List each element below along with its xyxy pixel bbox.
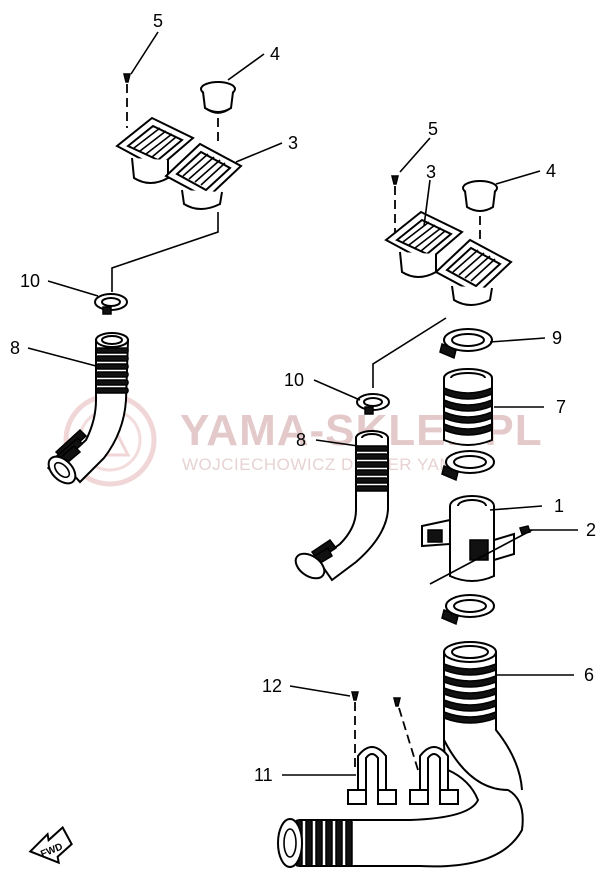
fwd-arrow-icon: FWD	[28, 825, 73, 865]
hose-7	[443, 368, 493, 446]
callout-10-right: 10	[284, 370, 304, 390]
callout-8-left: 8	[10, 338, 20, 358]
watermark-tagline: WOJCIECHOWICZ DEALER YAMAHA	[182, 455, 491, 474]
callout-5-right: 5	[428, 119, 438, 139]
callout-5-left: 5	[153, 11, 163, 31]
callout-11: 11	[254, 765, 273, 785]
cap-4-left	[200, 81, 236, 142]
callout-2: 2	[586, 520, 596, 540]
bracket-11-b	[409, 746, 459, 805]
screw-2	[519, 525, 531, 535]
clamp-6-upper	[441, 594, 495, 626]
hose-6	[277, 641, 524, 868]
callout-8-right: 8	[296, 430, 306, 450]
left-assembly	[46, 73, 243, 485]
hose-6-end-ribs	[295, 819, 353, 867]
callout-4-left: 4	[270, 44, 280, 64]
clamp-7-lower	[441, 450, 495, 482]
clamp-10-right	[356, 393, 390, 415]
callout-leaders	[27, 31, 578, 776]
clamp-10-left	[94, 293, 128, 315]
right-assembly	[277, 175, 533, 868]
cap-4-right	[462, 180, 498, 244]
callout-7: 7	[556, 397, 566, 417]
callout-4-right: 4	[546, 161, 556, 181]
hose-8-left	[46, 332, 130, 485]
screw-5-left	[123, 73, 131, 128]
callout-3-right: 3	[426, 162, 436, 182]
callout-10-left: 10	[20, 271, 40, 291]
callout-numbers: 5 4 3 10 8 5 3 4 9 10 7 8 1 2 6 12 11	[10, 11, 596, 785]
screw-12-a	[351, 691, 359, 770]
hose-8-left-ribs	[95, 347, 129, 394]
callout-6: 6	[584, 665, 594, 685]
vent-grille-3-left-b	[164, 142, 243, 210]
vent-grille-3-right-a	[384, 210, 464, 278]
screw-5-right	[391, 175, 399, 236]
connector-1	[421, 495, 533, 585]
callout-1: 1	[554, 496, 564, 516]
vent-grille-3-right-b	[434, 238, 513, 306]
hose-8-right	[294, 430, 389, 582]
callout-12: 12	[262, 676, 282, 696]
screw-12-b	[393, 697, 419, 771]
vent-grille-3-left-a	[115, 116, 195, 184]
callout-9: 9	[552, 328, 562, 348]
callout-3-left: 3	[288, 133, 298, 153]
clamp-9	[439, 328, 493, 360]
bracket-11-a	[347, 746, 397, 805]
